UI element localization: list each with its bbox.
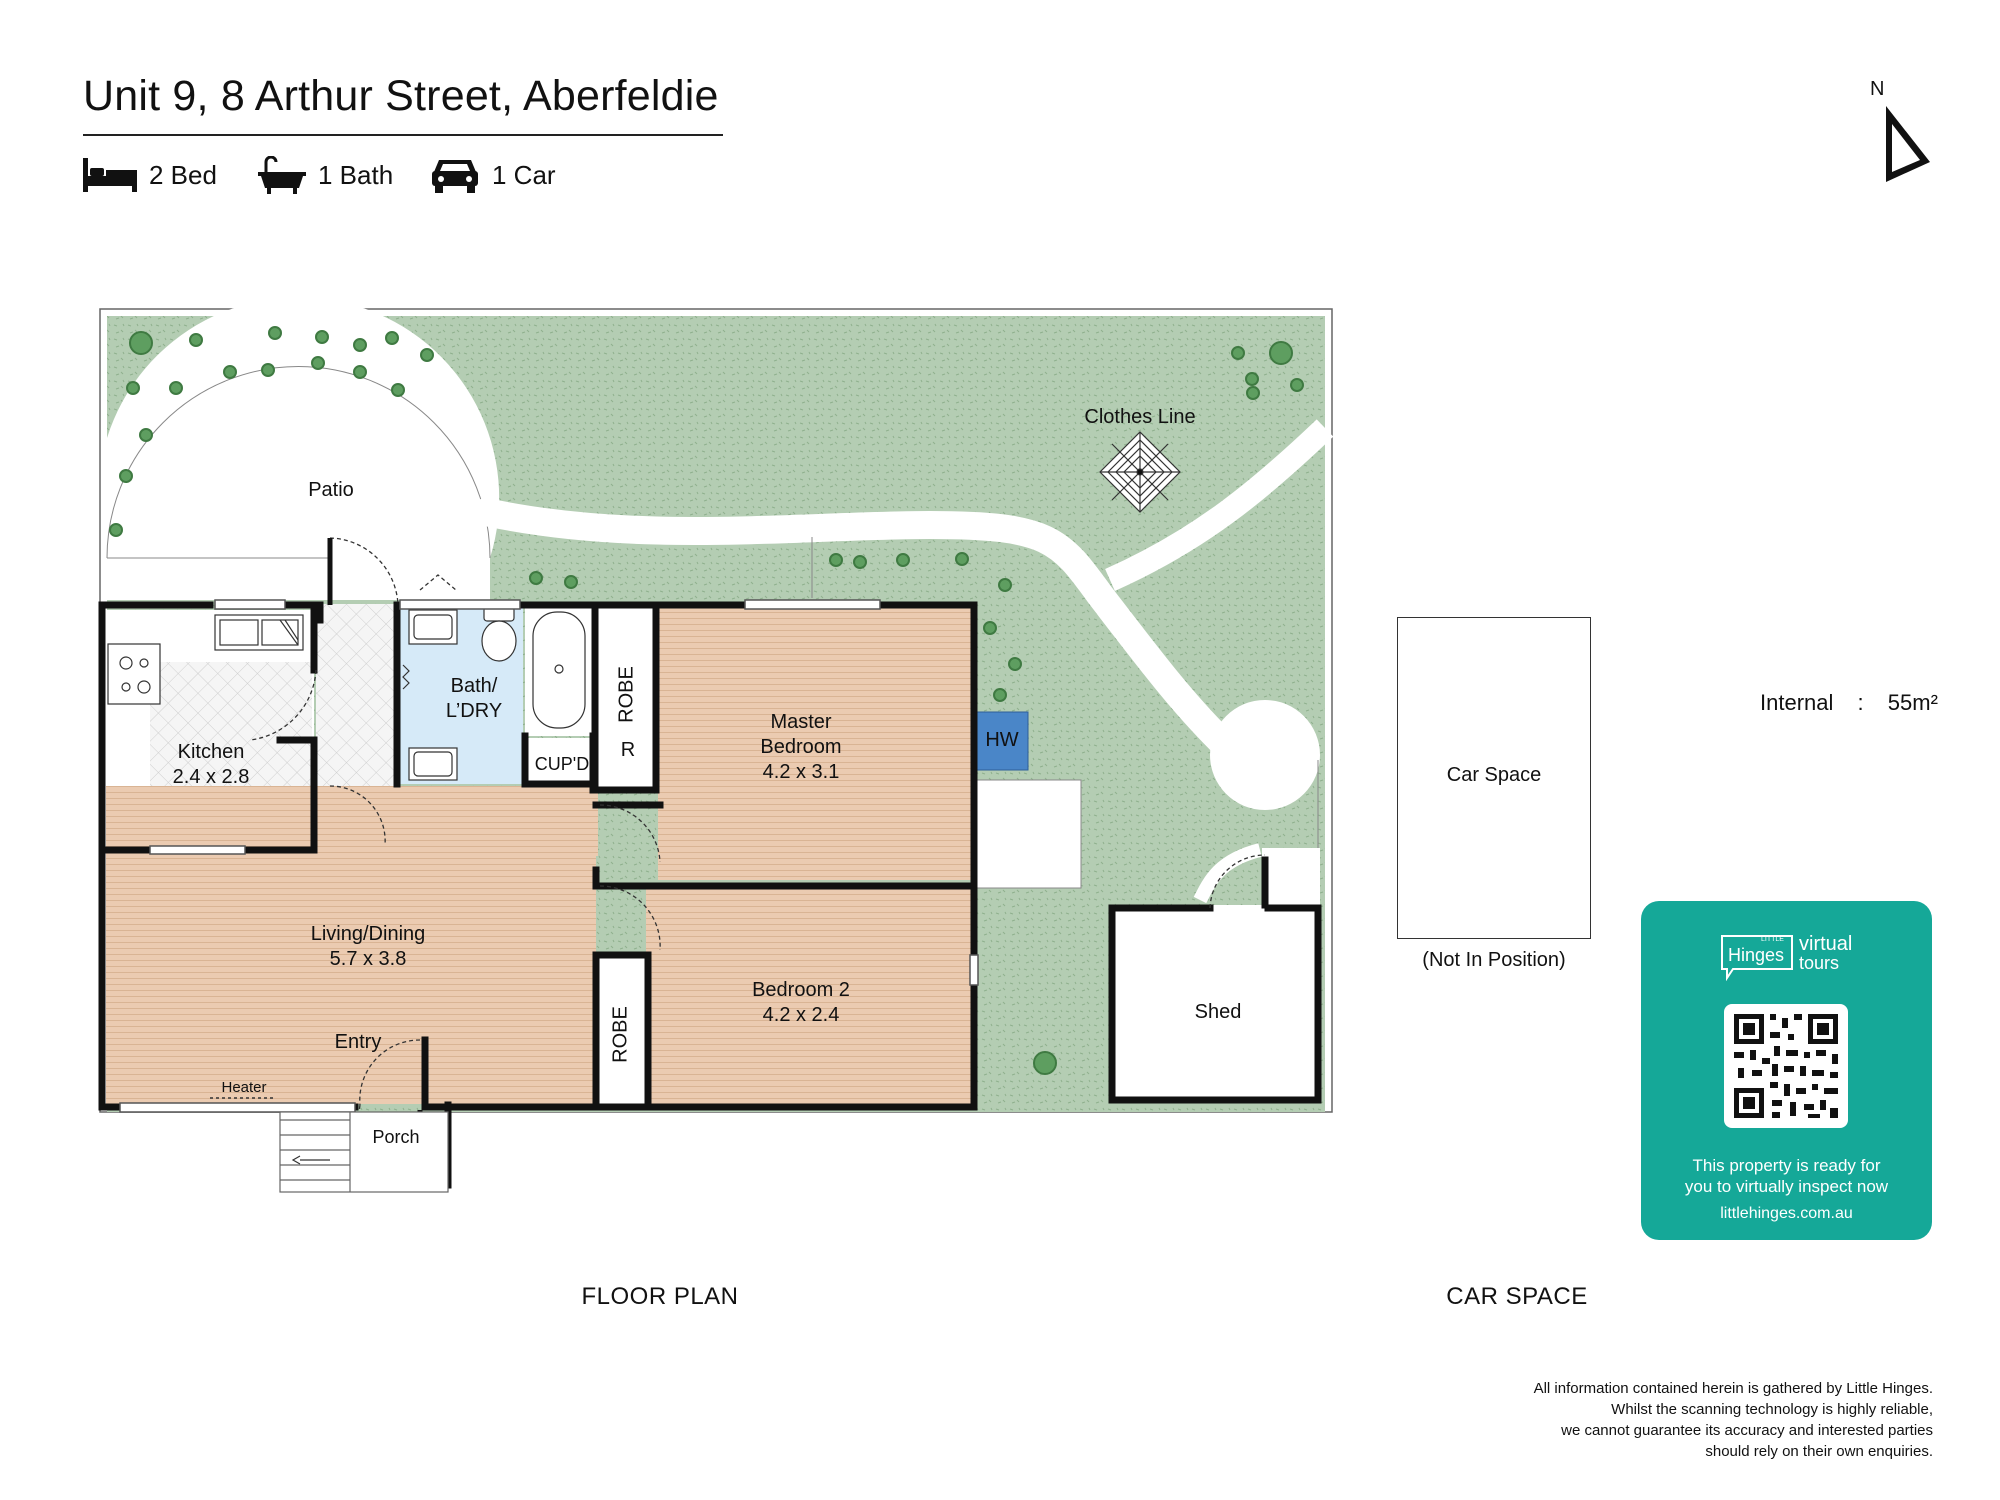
badge-line2: you to virtually inspect now [1684,1177,1889,1196]
cupboard-floor [525,738,593,784]
bedroom2-label: Bedroom 2 4.2 x 2.4 [752,978,850,1028]
shed-label: Shed [1194,1001,1242,1023]
speech-bubble-icon [1721,935,1793,981]
brand-tours: tours [1799,953,1840,973]
concrete-slab [975,779,1082,889]
bath-label: Bath/ L’DRY [446,674,502,724]
brand-name: Hinges [1728,945,1785,965]
bed-feature: 2 Bed [83,155,217,195]
virtual-tour-badge[interactable]: LITTLE Hinges virtual tours [1641,901,1932,1240]
bedroom2-floor [646,886,972,1104]
porch-label: Porch [372,1127,420,1147]
disclaimer-line: Whilst the scanning technology is highly… [1611,1401,1933,1418]
bedroom2-name: Bedroom 2 [752,979,850,1001]
patio-label: Patio [308,479,354,501]
bathtub-icon [258,156,306,194]
north-arrow: N [1866,78,1936,188]
internal-area-value: 55m² [1887,690,1938,715]
master-bedroom-line1: Master [770,711,832,733]
kitchen-fixtures [107,614,304,705]
badge-line1: This property is ready for [1692,1156,1881,1175]
master-bedroom-label: Master Bedroom 4.2 x 3.1 [760,710,841,785]
disclaimer-line: we cannot guarantee its accuracy and int… [1561,1422,1933,1439]
floor-plan-heading: FLOOR PLAN [581,1283,739,1310]
internal-area-separator: : [1857,690,1864,715]
north-arrow-icon [1886,106,1930,182]
little-hinges-logo: LITTLE Hinges virtual tours [1719,933,1869,983]
master-bedroom-dimensions: 4.2 x 3.1 [762,761,840,783]
car-count: 1 Car [492,159,556,190]
disclaimer: All information contained herein is gath… [1373,1378,1933,1462]
disclaimer-line: should rely on their own enquiries. [1705,1443,1933,1460]
car-feature: 1 Car [430,155,556,195]
hot-water-unit [975,711,1029,771]
car-space-note: (Not In Position) [1422,949,1566,971]
clothes-line [1099,431,1181,513]
title-underline [83,134,723,136]
entry-corridor-tiles [316,604,396,786]
path-turnaround [1210,700,1320,810]
entry-label: Entry [334,1031,382,1053]
robe-r-label: R [620,739,636,761]
clothes-line-label: Clothes Line [1084,406,1196,428]
car-space-label: Car Space [1446,764,1542,786]
car-icon [432,160,478,193]
bed-icon [83,158,137,192]
walls [98,601,1322,1189]
robe-bed2-floor [598,956,646,1104]
brand-small: LITTLE [1761,936,1784,943]
badge-url[interactable]: littlehinges.com.au [1720,1205,1853,1222]
heater-label: Heater [221,1079,267,1096]
disclaimer-line: All information contained herein is gath… [1533,1380,1933,1397]
property-title: Unit 9, 8 Arthur Street, Aberfeldie [83,72,719,120]
robe-master-floor [598,604,656,790]
bedroom2-dimensions: 4.2 x 2.4 [762,1004,840,1026]
cupboard-label: CUP'D [534,754,590,774]
hot-water-label: HW [985,729,1019,751]
patio [107,297,500,600]
living-dining-dimensions: 5.7 x 3.8 [329,948,407,970]
qr-code[interactable] [1724,1004,1848,1128]
internal-area-label: Internal [1760,690,1834,715]
internal-area: Internal : 55m² [1760,690,1938,716]
shed-side [1262,848,1320,905]
garden-bushes [109,326,1304,1075]
living-dining-label: Living/Dining 5.7 x 3.8 [311,922,426,972]
robe-master-label: ROBE [615,666,638,723]
garden-path [472,498,1234,754]
porch-steps [279,1111,449,1193]
bath-fixtures [408,606,586,781]
car-space-heading: CAR SPACE [1446,1283,1588,1310]
car-space-box [1397,617,1591,939]
bath-count: 1 Bath [318,159,394,190]
bath-feature: 1 Bath [258,155,393,195]
bath-label-line1: Bath/ [450,675,498,697]
kitchen-label: Kitchen 2.4 x 2.8 [173,740,250,790]
windows [119,599,979,1113]
living-dining-name: Living/Dining [310,923,426,945]
shed-floor [1110,905,1320,1102]
master-bedroom-floor [658,604,972,880]
kitchen-dimensions: 2.4 x 2.8 [172,766,250,788]
robe-bed2-label: ROBE [609,1006,632,1063]
master-bedroom-line2: Bedroom [760,736,842,758]
bed-count: 2 Bed [149,159,217,190]
brand-virtual: virtual [1799,933,1853,955]
north-label: N [1870,78,1885,100]
bath-label-line2: L’DRY [445,700,503,722]
qr-code-icon [1734,1014,1838,1118]
kitchen-name: Kitchen [177,741,245,763]
